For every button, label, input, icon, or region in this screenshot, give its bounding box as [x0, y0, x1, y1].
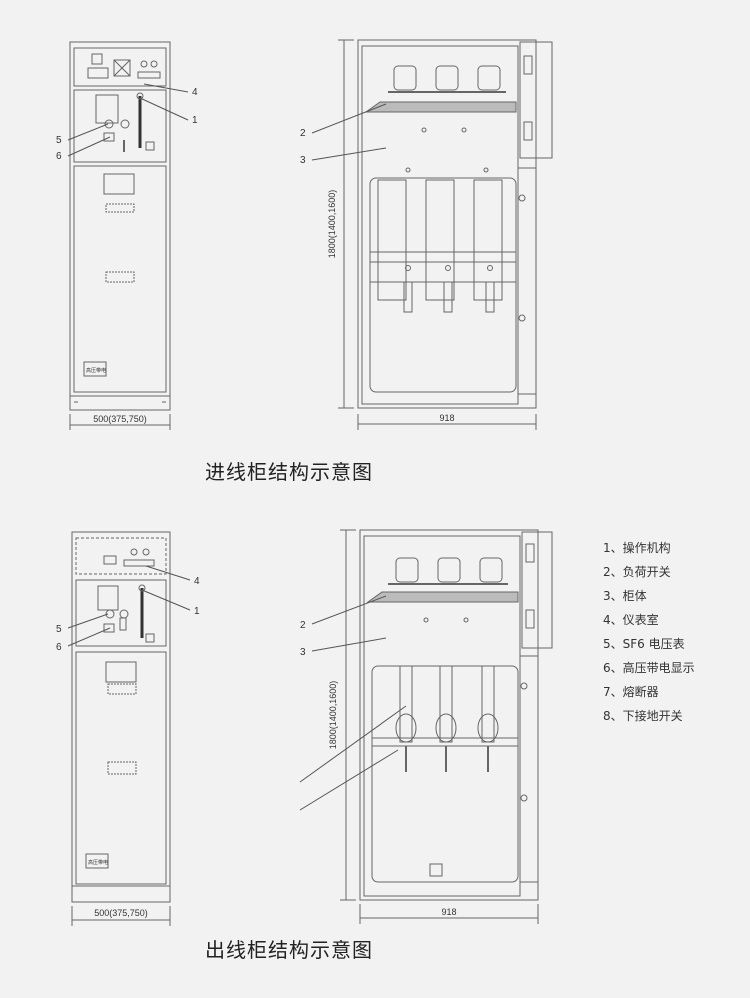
outlet-height-label: 1800(1400,1600)	[328, 681, 338, 750]
inlet-callout-1: 1	[192, 115, 198, 126]
outlet-callout-2: 2	[300, 620, 306, 631]
inlet-side-dimension	[338, 39, 537, 430]
outlet-side-dimension	[340, 529, 539, 924]
legend-item: 2、负荷开关	[603, 565, 671, 579]
legend-item: 7、熔断器	[603, 685, 659, 699]
outlet-callout-1: 1	[194, 606, 200, 617]
inlet-side-width-label: 918	[439, 413, 454, 423]
inlet-callout-6: 6	[56, 151, 62, 162]
outlet-callout-5: 5	[56, 624, 62, 635]
inlet-side-view	[357, 39, 553, 409]
legend-item: 5、SF6 电压表	[603, 637, 685, 651]
outlet-warning-plate: 高压带电	[88, 859, 108, 866]
inlet-callout-5: 5	[56, 135, 62, 146]
legend-item: 6、高压带电显示	[603, 661, 695, 675]
inlet-warning-plate: 高压带电	[86, 367, 106, 374]
inlet-front-dimension	[69, 414, 171, 430]
inlet-callout-3: 3	[300, 155, 306, 166]
legend: 1、操作机构 2、负荷开关 3、柜体 4、仪表室 5、SF6 电压表 6、高压带…	[603, 536, 695, 728]
inlet-front-view	[69, 41, 171, 411]
inlet-callout-4: 4	[192, 87, 198, 98]
outlet-cabinet-diagram: 4 1 5 6 2 3 500(375,750) 918 1800(1400,1…	[0, 500, 750, 998]
outlet-front-dimension	[71, 906, 171, 926]
inlet-height-label: 1800(1400,1600)	[327, 190, 337, 259]
outlet-callout-3: 3	[300, 647, 306, 658]
legend-item: 3、柜体	[603, 589, 647, 603]
inlet-caption: 进线柜结构示意图	[205, 460, 373, 484]
outlet-caption: 出线柜结构示意图	[205, 938, 373, 962]
outlet-callout-4: 4	[194, 576, 200, 587]
inlet-drawing: 4 1 5 6 2 3 500(375,750) 918 1800(1400,1…	[56, 39, 553, 430]
outlet-front-width-label: 500(375,750)	[94, 908, 148, 918]
outlet-callout-6: 6	[56, 642, 62, 653]
legend-item: 1、操作机构	[603, 541, 671, 555]
legend-item: 8、下接地开关	[603, 709, 683, 723]
outlet-side-view	[359, 529, 553, 901]
outlet-drawing: 4 1 5 6 2 3 500(375,750) 918 1800(1400,1…	[56, 529, 553, 926]
outlet-side-width-label: 918	[441, 907, 456, 917]
inlet-front-width-label: 500(375,750)	[93, 414, 147, 424]
outlet-front-view	[71, 531, 171, 903]
inlet-callout-2: 2	[300, 128, 306, 139]
legend-item: 4、仪表室	[603, 613, 659, 627]
inlet-cabinet-diagram: 4 1 5 6 2 3 500(375,750) 918 1800(1400,1…	[56, 39, 553, 484]
